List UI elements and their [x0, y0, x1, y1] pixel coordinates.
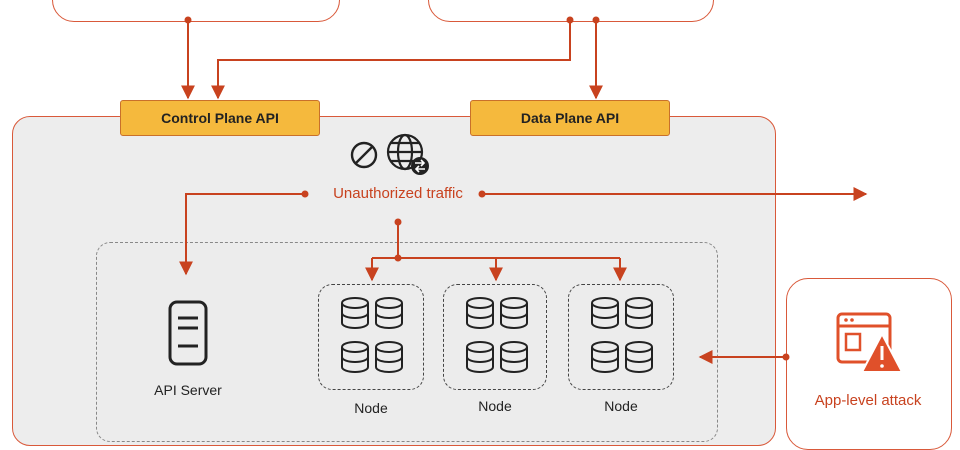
app-attack-icon — [836, 312, 904, 373]
swap-icon — [411, 157, 429, 175]
database-icon — [466, 297, 494, 329]
database-icon — [466, 341, 494, 373]
node-label-1: Node — [354, 400, 388, 416]
database-icon — [341, 297, 369, 329]
database-icon — [341, 341, 369, 373]
database-icon — [591, 341, 619, 373]
database-icon — [625, 341, 653, 373]
data-plane-api-tab[interactable]: Data Plane API — [470, 100, 670, 136]
node-label-2: Node — [478, 398, 512, 414]
node-box-3 — [568, 284, 674, 390]
database-icon — [591, 297, 619, 329]
database-icon — [500, 297, 528, 329]
arrow-traffic-to-api-server — [179, 193, 305, 276]
api-server-label: API Server — [154, 382, 222, 398]
control-plane-api-label: Control Plane API — [161, 110, 279, 126]
blocked-icon — [350, 141, 378, 169]
database-icon — [500, 341, 528, 373]
arrow-client-to-control-plane-2 — [211, 20, 571, 100]
database-icon — [625, 297, 653, 329]
node-label-3: Node — [604, 398, 638, 414]
unauthorized-traffic-label: Unauthorized traffic — [333, 185, 463, 202]
globe-icon — [386, 133, 424, 171]
database-icon — [375, 341, 403, 373]
node-box-2 — [443, 284, 547, 390]
control-plane-api-tab[interactable]: Control Plane API — [120, 100, 320, 136]
app-attack-label: App-level attack — [814, 392, 922, 409]
database-icon — [375, 297, 403, 329]
data-plane-api-label: Data Plane API — [520, 110, 620, 126]
server-icon — [168, 300, 208, 366]
connectors-layer — [168, 16, 904, 373]
